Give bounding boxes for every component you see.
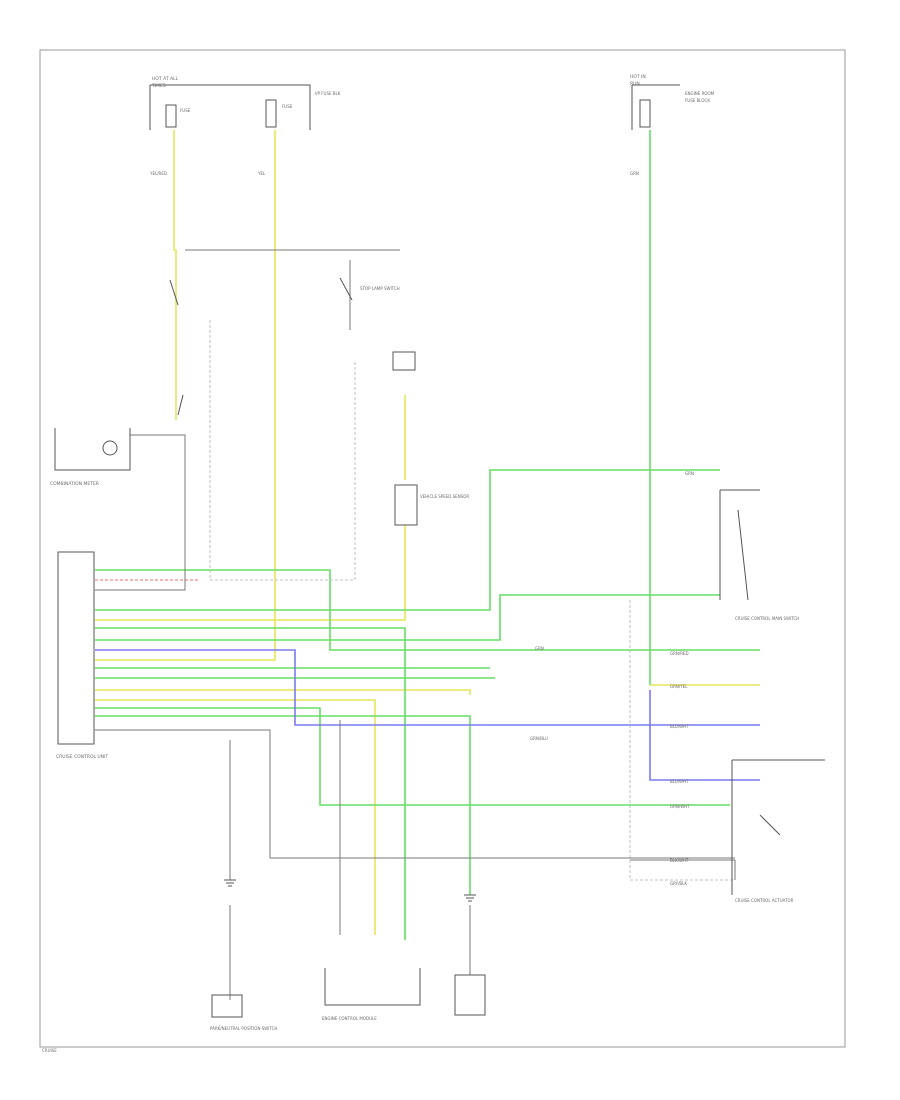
fuse-label-right-a: HOT IN bbox=[630, 74, 646, 80]
engine-control-module: ENGINE CONTROL MODULE bbox=[322, 968, 421, 1021]
cruise-control-unit-label: CRUISE CONTROL UNIT bbox=[56, 754, 108, 760]
vehicle-speed-sensor-label: VEHICLE SPEED SENSOR bbox=[420, 494, 469, 499]
vehicle-speed-sensor bbox=[394, 484, 418, 526]
svg-text:BLK/WHT: BLK/WHT bbox=[670, 858, 689, 863]
svg-text:GRN: GRN bbox=[535, 646, 544, 651]
svg-text:ENGINE ROOM: ENGINE ROOM bbox=[685, 91, 715, 96]
fuse-label-left-b: TIMES bbox=[151, 83, 166, 89]
main-switch-module: CRUISE CONTROL MAIN SWITCH bbox=[719, 489, 799, 621]
engine-control-label: ENGINE CONTROL MODULE bbox=[322, 1016, 377, 1021]
neutral-start-switch-label: PARK/NEUTRAL POSITION SWITCH bbox=[210, 1026, 277, 1031]
svg-text:I/P FUSE BLK: I/P FUSE BLK bbox=[315, 91, 341, 96]
svg-text:GRN/BLU: GRN/BLU bbox=[530, 736, 548, 741]
svg-text:BLU/WHT: BLU/WHT bbox=[670, 779, 689, 784]
wire-tags: YEL/RED YEL GRN GRN GRN GRN/BLU GRN/RED … bbox=[149, 171, 694, 886]
svg-text:GRN/WHT: GRN/WHT bbox=[670, 804, 690, 809]
combination-meter: COMBINATION METER bbox=[50, 428, 131, 487]
footer-label: CRUISE bbox=[42, 1048, 57, 1053]
cruise-actuator-label: CRUISE CONTROL ACTUATOR bbox=[735, 898, 794, 903]
stop-lamp-switch-label: STOP LAMP SWITCH bbox=[360, 286, 400, 291]
svg-text:GRN/RED: GRN/RED bbox=[670, 651, 689, 656]
green-wires bbox=[95, 130, 760, 940]
relay-box bbox=[392, 351, 416, 371]
yellow-wires bbox=[95, 130, 760, 935]
cruise-actuator: CRUISE CONTROL ACTUATOR bbox=[731, 759, 825, 903]
svg-text:GRN: GRN bbox=[685, 471, 694, 476]
svg-text:GRN: GRN bbox=[630, 171, 639, 176]
svg-text:FUSE: FUSE bbox=[282, 104, 293, 109]
switch-relays: STOP LAMP SWITCH bbox=[169, 277, 400, 416]
svg-text:BLU/WHT: BLU/WHT bbox=[670, 724, 689, 729]
svg-text:YEL: YEL bbox=[257, 171, 266, 176]
main-switch-label: CRUISE CONTROL MAIN SWITCH bbox=[735, 616, 799, 621]
combination-meter-bottom bbox=[454, 974, 486, 1016]
fuse-label-left-a: HOT AT ALL bbox=[152, 76, 179, 82]
cruise-control-unit: CRUISE CONTROL UNIT bbox=[56, 551, 108, 760]
fuse-block-left: HOT AT ALL TIMES FUSE FUSE I/P FUSE BLK bbox=[149, 76, 341, 130]
svg-text:GRN/YEL: GRN/YEL bbox=[670, 684, 688, 689]
neutral-start-switch: PARK/NEUTRAL POSITION SWITCH bbox=[210, 994, 277, 1031]
ground-symbols bbox=[224, 879, 476, 902]
svg-text:FUSE BLOCK: FUSE BLOCK bbox=[685, 98, 710, 103]
fuse-block-right: HOT IN RUN ENGINE ROOM FUSE BLOCK bbox=[630, 74, 715, 130]
blue-wires bbox=[95, 649, 760, 781]
fuse-label-right-b: RUN bbox=[630, 81, 640, 87]
svg-text:FUSE: FUSE bbox=[180, 108, 191, 113]
diagram-frame bbox=[39, 49, 846, 1048]
svg-text:GRY/BLK: GRY/BLK bbox=[670, 881, 687, 886]
gray-wires bbox=[95, 249, 736, 1000]
svg-text:YEL/RED: YEL/RED bbox=[149, 171, 167, 176]
combination-meter-label: COMBINATION METER bbox=[50, 481, 99, 487]
